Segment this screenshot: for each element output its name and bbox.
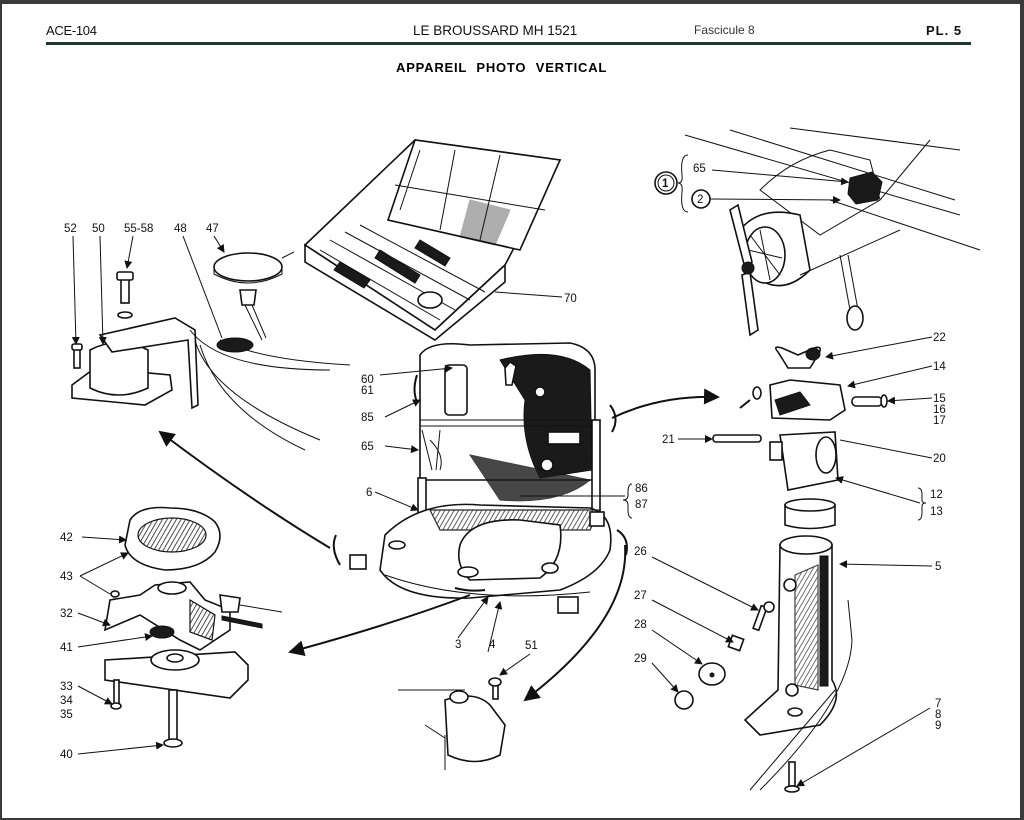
- callout-65-aircraft: 65: [693, 163, 706, 175]
- callout-85: 85: [361, 412, 374, 424]
- callout-labels: 52 50 55-58 48 47 70 65 1 2 22 14 15 16 …: [60, 163, 946, 761]
- leader-70: [494, 291, 563, 298]
- plate-title: APPAREIL PHOTO VERTICAL: [396, 60, 608, 75]
- callout-1: 1: [662, 178, 669, 190]
- callout-43: 43: [60, 571, 73, 583]
- callout-5: 5: [935, 561, 941, 573]
- plate-number: PL. 5: [926, 23, 963, 38]
- callout-70: 70: [564, 293, 577, 305]
- callout-26: 26: [634, 546, 647, 558]
- callout-48: 48: [174, 223, 187, 235]
- callout-35: 35: [60, 709, 73, 721]
- callout-14: 14: [933, 361, 946, 373]
- callout-13: 13: [930, 506, 943, 518]
- header-rule: [46, 42, 971, 45]
- callout-65: 65: [361, 441, 374, 453]
- adjust-knob-illustration: [103, 506, 263, 748]
- clamp-assembly-illustration: [712, 346, 888, 530]
- callout-32: 32: [60, 608, 73, 620]
- callout-86: 86: [635, 483, 648, 495]
- callout-17: 17: [933, 415, 946, 427]
- callout-16: 16: [933, 404, 946, 416]
- doc-code: ACE-104: [46, 23, 97, 38]
- callout-7: 7: [935, 698, 941, 710]
- callout-21: 21: [662, 434, 675, 446]
- shock-mount-left-illustration: [71, 252, 351, 451]
- callout-8: 8: [935, 709, 941, 721]
- callout-6: 6: [366, 487, 372, 499]
- aircraft-illustration: [684, 127, 981, 337]
- callout-52: 52: [64, 223, 77, 235]
- callout-51: 51: [525, 640, 538, 652]
- camera-case-illustration: [303, 139, 562, 341]
- callout-33: 33: [60, 681, 73, 693]
- callout-42: 42: [60, 532, 73, 544]
- callout-28: 28: [634, 619, 647, 631]
- callout-9: 9: [935, 720, 941, 732]
- callout-15: 15: [933, 393, 946, 405]
- callout-40: 40: [60, 749, 73, 761]
- callout-50: 50: [92, 223, 105, 235]
- callout-27: 27: [634, 590, 647, 602]
- callout-60: 60: [361, 374, 374, 386]
- aircraft-title: LE BROUSSARD MH 1521: [413, 23, 578, 38]
- callout-61: 61: [361, 385, 374, 397]
- callout-4: 4: [489, 639, 496, 651]
- shock-mount-front-illustration: [398, 677, 506, 770]
- callout-41: 41: [60, 642, 73, 654]
- callout-47: 47: [206, 223, 219, 235]
- callout-87: 87: [635, 499, 648, 511]
- fascicule-label: Fascicule 8: [694, 23, 755, 37]
- callout-29: 29: [634, 653, 647, 665]
- callout-22: 22: [933, 332, 946, 344]
- callout-34: 34: [60, 695, 73, 707]
- callout-12: 12: [930, 489, 943, 501]
- callout-55-58: 55-58: [124, 223, 153, 235]
- camera-body-illustration: [349, 342, 612, 614]
- support-column-illustration: [674, 535, 853, 793]
- callout-20: 20: [933, 453, 946, 465]
- callout-2: 2: [697, 194, 703, 206]
- callout-3: 3: [455, 639, 461, 651]
